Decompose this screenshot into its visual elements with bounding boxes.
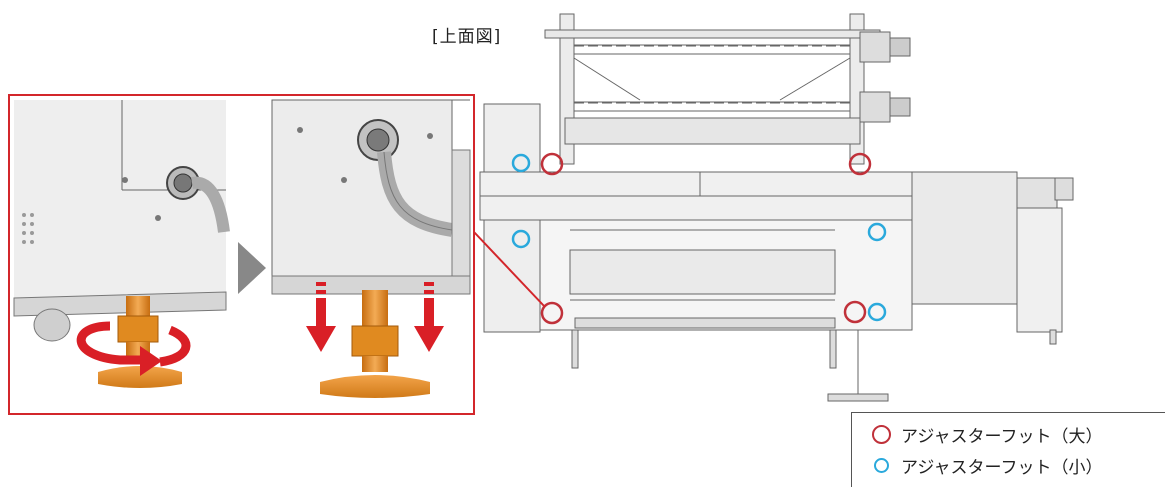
small-foot-marker — [511, 153, 531, 173]
legend: アジャスターフット（大） アジャスターフット（小） — [851, 412, 1165, 487]
blue-circle-icon — [874, 458, 889, 473]
legend-small-foot: アジャスターフット（小） — [872, 453, 1102, 478]
red-circle-icon — [872, 425, 891, 444]
legend-large-label: アジャスターフット（大） — [901, 427, 1103, 447]
rotate-arrow-icon — [76, 321, 140, 365]
callout-leader — [473, 231, 546, 308]
large-foot-marker — [843, 300, 867, 324]
step-chevron-icon — [238, 242, 266, 294]
large-foot-marker — [848, 152, 872, 176]
lower-arrow-icon — [414, 282, 444, 352]
large-adjuster-markers — [540, 152, 872, 325]
lower-arrow-icon — [306, 282, 336, 352]
small-foot-marker — [867, 302, 887, 322]
small-foot-marker — [511, 229, 531, 249]
lowered-panel — [271, 99, 471, 398]
rotate-panel — [13, 100, 230, 390]
large-foot-marker — [540, 301, 564, 325]
small-foot-marker — [867, 222, 887, 242]
large-foot-marker — [540, 152, 564, 176]
legend-small-label: アジャスターフット（小） — [901, 458, 1103, 478]
detail-callout — [8, 94, 475, 415]
legend-large-foot: アジャスターフット（大） — [872, 422, 1102, 447]
printer-top-view — [479, 13, 1074, 402]
small-adjuster-markers — [511, 153, 887, 322]
top-view-label: [上面図] — [432, 27, 502, 47]
